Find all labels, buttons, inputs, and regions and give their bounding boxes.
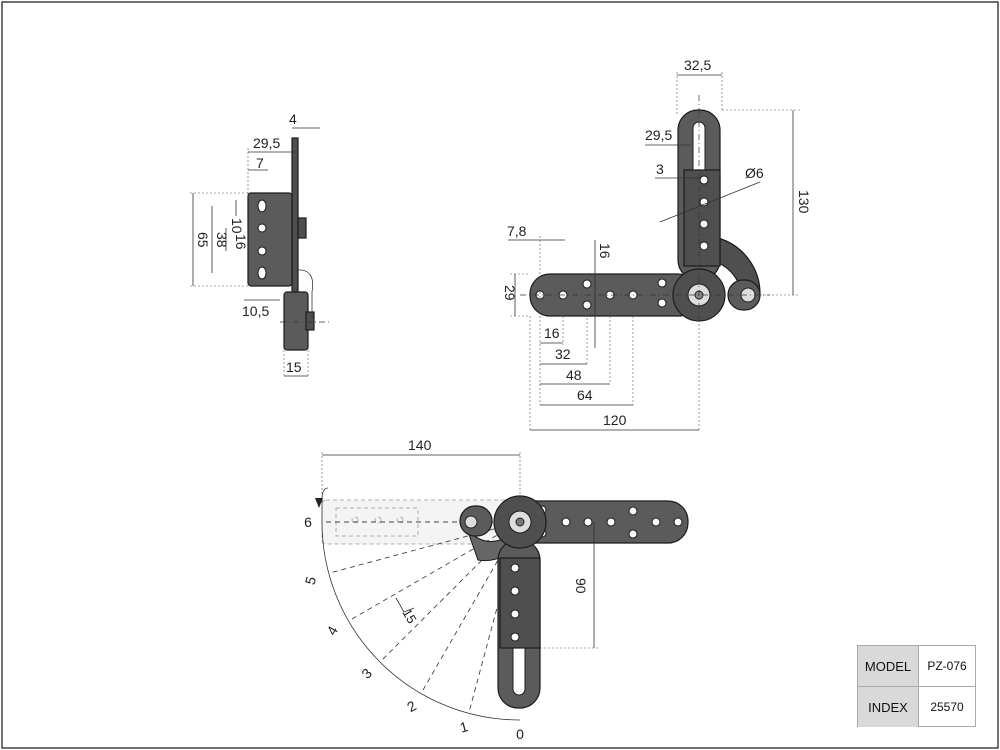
angle-ray bbox=[348, 521, 521, 622]
dim-label: 48 bbox=[566, 367, 582, 383]
vertical-arm-plate bbox=[683, 169, 721, 267]
swing-arc bbox=[321, 521, 521, 721]
dim-label: 64 bbox=[577, 387, 593, 403]
dim-label: 65 bbox=[195, 232, 211, 248]
position-label: 6 bbox=[304, 514, 312, 530]
position-label: 3 bbox=[358, 665, 375, 682]
slot-hole bbox=[257, 266, 267, 280]
rotation-view: 140 90 15 bbox=[315, 437, 689, 721]
dim-label: 32 bbox=[555, 346, 571, 362]
hole bbox=[628, 506, 638, 516]
dim-label: 29,5 bbox=[645, 127, 672, 143]
hole bbox=[606, 517, 616, 527]
hole bbox=[657, 298, 667, 308]
hole bbox=[628, 529, 638, 539]
ghost-hole bbox=[396, 516, 404, 524]
side-nut bbox=[297, 217, 307, 239]
vertical-arm-plate bbox=[499, 557, 541, 649]
dim-label: 29 bbox=[502, 285, 518, 301]
dim-label: 7 bbox=[256, 155, 264, 171]
leader-line bbox=[659, 181, 761, 223]
ghost-hole bbox=[374, 516, 382, 524]
angle-label: 15 bbox=[399, 606, 419, 626]
hole bbox=[699, 175, 709, 185]
angle-marker bbox=[395, 597, 415, 613]
position-label: 2 bbox=[404, 697, 419, 715]
dim-label: 16 bbox=[233, 234, 249, 250]
dim-label: 29,5 bbox=[253, 135, 280, 151]
ghost-hole bbox=[351, 516, 359, 524]
link-pin bbox=[464, 515, 478, 529]
angle-ray bbox=[328, 521, 521, 574]
hole bbox=[657, 278, 667, 288]
dim-label: 10,5 bbox=[242, 303, 269, 319]
dim-label: 130 bbox=[796, 190, 812, 214]
title-row-model: MODEL PZ-076 bbox=[858, 646, 975, 686]
model-label: MODEL bbox=[858, 646, 919, 686]
position-label: 5 bbox=[302, 575, 320, 587]
hole bbox=[510, 632, 520, 642]
dim-label: 15 bbox=[286, 359, 302, 375]
angle-rays bbox=[322, 521, 521, 714]
hole bbox=[257, 223, 267, 233]
pivot-center bbox=[515, 517, 525, 527]
dim-label: 16 bbox=[597, 243, 613, 259]
dim-label: 90 bbox=[573, 578, 589, 594]
position-label: 1 bbox=[458, 718, 470, 736]
dim-label: 120 bbox=[603, 412, 627, 428]
hole bbox=[510, 563, 520, 573]
hole bbox=[510, 609, 520, 619]
hole bbox=[582, 300, 592, 310]
hole bbox=[582, 279, 592, 289]
position-label: 0 bbox=[516, 726, 524, 742]
dim-label: 16 bbox=[544, 325, 560, 341]
hole bbox=[699, 219, 709, 229]
hole bbox=[510, 586, 520, 596]
title-row-index: INDEX 25570 bbox=[858, 686, 975, 727]
index-label: INDEX bbox=[858, 687, 919, 727]
title-block: MODEL PZ-076 INDEX 25570 bbox=[857, 645, 976, 727]
hole bbox=[583, 517, 593, 527]
dim-label: 7,8 bbox=[507, 223, 527, 239]
arrow-icon bbox=[315, 498, 323, 508]
side-bracket-upper bbox=[247, 192, 293, 287]
angle-ray bbox=[468, 521, 521, 714]
dim-label: 3 bbox=[656, 161, 664, 177]
hole bbox=[673, 517, 683, 527]
angle-ray bbox=[420, 521, 521, 694]
model-value: PZ-076 bbox=[927, 659, 967, 673]
dim-label: Ø6 bbox=[745, 165, 764, 181]
front-view: 32,5 29,5 3 Ø6 130 7,8 16 29 16 32 48 64… bbox=[502, 57, 812, 431]
dim-label: 4 bbox=[289, 111, 297, 127]
index-value: 25570 bbox=[930, 700, 964, 714]
dim-label: 140 bbox=[408, 437, 432, 453]
dim-label: 10 bbox=[229, 218, 245, 234]
hole bbox=[257, 246, 267, 256]
hole bbox=[651, 517, 661, 527]
side-bolt bbox=[305, 311, 315, 331]
side-bracket-lower bbox=[283, 291, 309, 351]
slot-hole bbox=[257, 199, 267, 213]
hole bbox=[561, 517, 571, 527]
angle-ray bbox=[379, 521, 521, 663]
side-view: 4 29,5 7 10 16 38 65 10,5 15 bbox=[190, 111, 330, 378]
position-label: 4 bbox=[323, 623, 341, 638]
hole bbox=[699, 241, 709, 251]
dim-label: 32,5 bbox=[684, 57, 711, 73]
side-link bbox=[295, 269, 314, 318]
dim-label: 38 bbox=[214, 232, 230, 248]
